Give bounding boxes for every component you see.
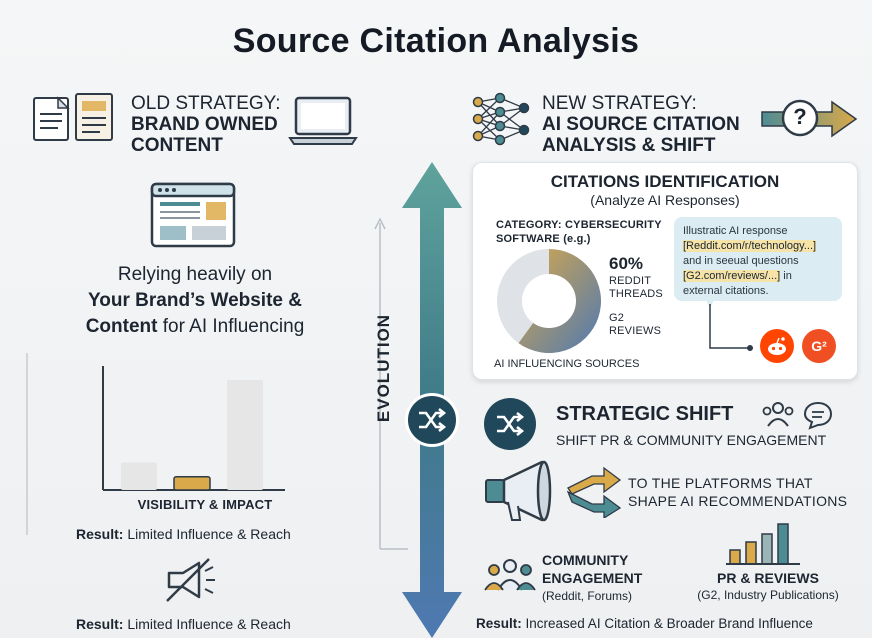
- old-result-2-text: Limited Influence & Reach: [123, 616, 291, 632]
- old-result-2-label: Result:: [76, 616, 124, 632]
- old-result-1-text: Limited Influence & Reach: [123, 526, 291, 542]
- megaphone-icon: [485, 460, 552, 522]
- platforms-text: TO THE PLATFORMS THAT SHAPE AI RECOMMEND…: [628, 474, 847, 510]
- neural-network-icon: [472, 92, 530, 146]
- g2-badge-text: G²: [811, 338, 827, 354]
- platforms-line-2: SHAPE AI RECOMMENDATIONS: [628, 493, 848, 509]
- shift-title: STRATEGIC SHIFT: [556, 403, 734, 425]
- pr-bar-2: [745, 541, 757, 565]
- chat-icon: [803, 401, 833, 430]
- new-strategy-label: NEW STRATEGY:: [542, 93, 697, 114]
- evolution-connector: [374, 217, 408, 550]
- visibility-bar-chart: [102, 366, 285, 491]
- reddit-threads-label: REDDIT THREADS: [609, 275, 663, 301]
- relying-line-3-rest: for AI Influencing: [157, 316, 305, 337]
- evolution-label: EVOLUTION: [374, 313, 393, 423]
- old-strategy-heading: OLD STRATEGY: BRAND OWNED CONTENT: [131, 93, 291, 156]
- left-frame: [26, 353, 28, 535]
- new-strategy-title-2: ANALYSIS & SHIFT: [542, 135, 716, 156]
- relying-line-3-bold: Content: [85, 316, 158, 337]
- community-icon: [484, 559, 536, 591]
- old-result-1: Result: Limited Influence & Reach: [76, 526, 291, 542]
- sources-label: AI INFLUENCING SOURCES: [494, 358, 640, 370]
- ai-response-bubble: Illustratic AI response [Reddit.com/r/te…: [674, 217, 842, 301]
- reddit-line-1: REDDIT: [609, 275, 652, 287]
- g2-line-2: REVIEWS: [609, 325, 662, 337]
- g2-reviews-label: G2 REVIEWS: [609, 312, 661, 338]
- community-text: COMMUNITY ENGAGEMENT (Reddit, Forums): [542, 551, 642, 605]
- community-line-2: ENGAGEMENT: [542, 570, 643, 586]
- relying-line-1: Relying heavily on: [117, 264, 273, 285]
- g2-badge-icon: G²: [802, 329, 836, 363]
- shuffle-icon-2: [497, 411, 525, 437]
- community-line-1: COMMUNITY: [542, 552, 629, 568]
- documents-icon: [33, 93, 113, 141]
- g2-line-1: G2: [609, 312, 625, 324]
- citations-title: CITATIONS IDENTIFICATION: [550, 172, 780, 191]
- chart-x-label: VISIBILITY & IMPACT: [137, 497, 273, 512]
- old-result-2: Result: Limited Influence & Reach: [76, 616, 291, 632]
- bubble-line-6: external citations.: [683, 285, 769, 297]
- new-result-label: Result:: [476, 616, 522, 631]
- platforms-line-1: TO THE PLATFORMS THAT: [628, 475, 813, 491]
- new-result: Result: Increased AI Citation & Broader …: [476, 616, 868, 631]
- shift-subtitle: SHIFT PR & COMMUNITY ENGAGEMENT: [556, 432, 827, 448]
- bubble-line-5: in: [780, 270, 792, 282]
- shift-shuffle-badge: [484, 398, 536, 450]
- split-arrows-icon: [566, 466, 622, 518]
- bubble-line-1: Illustratic AI response: [683, 225, 788, 237]
- question-arrow-icon: [761, 99, 858, 138]
- old-strategy-label: OLD STRATEGY:: [131, 93, 281, 114]
- website-icon: [150, 182, 236, 248]
- bubble-reddit-link: [Reddit.com/r/technology...]: [683, 240, 817, 252]
- shuffle-icon: [419, 407, 447, 433]
- pr-bar-3: [761, 533, 773, 565]
- old-result-1-label: Result:: [76, 526, 124, 542]
- old-strategy-title-1: BRAND OWNED: [131, 114, 278, 135]
- pr-bar-1: [729, 549, 741, 565]
- relying-line-2: Your Brand’s Website &: [88, 290, 302, 311]
- category-label: CATEGORY: CYBERSECURITY SOFTWARE (e.g.): [496, 218, 662, 246]
- reddit-percentage: 60%: [609, 254, 644, 273]
- bubble-pointer: [706, 300, 753, 351]
- pr-growth-icon: [726, 523, 800, 565]
- page-title: Source Citation Analysis: [232, 22, 640, 60]
- reddit-alien-glyph: [768, 337, 786, 355]
- relying-line-3: Content for AI Influencing: [40, 314, 350, 340]
- question-mark: ?: [793, 104, 807, 129]
- citations-subtitle: (Analyze AI Responses): [590, 192, 740, 208]
- pr-line-2: (G2, Industry Publications): [697, 588, 839, 602]
- community-line-3: (Reddit, Forums): [542, 589, 633, 603]
- reddit-icon: [760, 329, 794, 363]
- pr-line-1: PR & REVIEWS: [717, 570, 819, 586]
- category-line-2: SOFTWARE (e.g.): [496, 233, 591, 245]
- new-strategy-heading: NEW STRATEGY: AI SOURCE CITATION ANALYSI…: [542, 93, 762, 156]
- pr-reviews-text: PR & REVIEWS (G2, Industry Publications): [680, 570, 856, 604]
- team-icon: [762, 402, 794, 427]
- pr-bar-4: [777, 523, 789, 565]
- evolution-shuffle-badge: [405, 393, 459, 447]
- bubble-g2-link: [G2.com/reviews/...]: [683, 270, 781, 282]
- category-line-1: CATEGORY: CYBERSECURITY: [496, 219, 662, 231]
- old-strategy-title-2: CONTENT: [131, 135, 223, 156]
- chart-bar-3: [227, 380, 263, 490]
- bubble-line-3: and in seeual questions: [683, 255, 799, 267]
- reddit-line-2: THREADS: [609, 288, 663, 300]
- new-strategy-title-1: AI SOURCE CITATION: [542, 114, 740, 135]
- chart-bar-1: [121, 462, 157, 490]
- old-strategy-description: Relying heavily on Your Brand’s Website …: [40, 262, 350, 340]
- muted-megaphone-icon: [166, 558, 215, 602]
- sources-donut-chart: [497, 249, 601, 353]
- chart-bar-2: [173, 476, 211, 491]
- new-result-text: Increased AI Citation & Broader Brand In…: [521, 616, 813, 631]
- laptop-icon: [288, 96, 358, 145]
